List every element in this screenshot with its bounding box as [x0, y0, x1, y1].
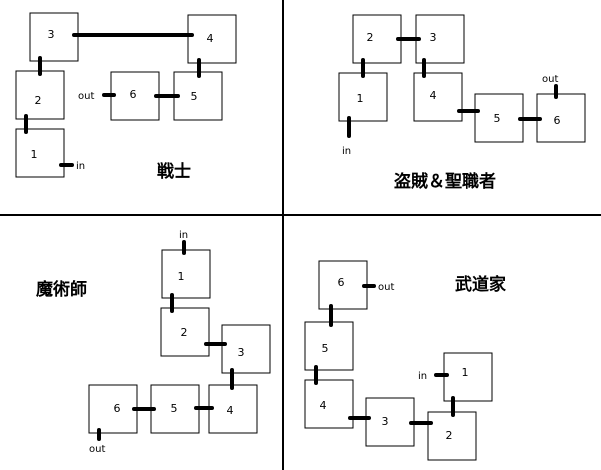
- in-label: in: [179, 230, 188, 241]
- room-box: [88, 384, 138, 434]
- room-box: [15, 70, 65, 120]
- room-number: 3: [430, 31, 437, 44]
- panel-monk: 6 5 1 4 3 2 out in 武道家: [304, 260, 506, 461]
- room-number: 6: [114, 402, 121, 415]
- out-label: out: [78, 91, 94, 102]
- room-number: 1: [178, 270, 185, 283]
- room-number: 6: [130, 88, 137, 101]
- room-box: [536, 93, 586, 143]
- room-box: [318, 260, 368, 310]
- panel-title: 戦士: [157, 161, 191, 182]
- out-label: out: [378, 282, 394, 293]
- panel-thief-cleric: 2 3 1 4 5 6 out in 盗賊＆聖職者: [338, 14, 586, 192]
- panel-title: 武道家: [455, 274, 506, 295]
- room-box: [352, 14, 402, 64]
- room-number: 5: [322, 342, 329, 355]
- room-box: [187, 14, 237, 64]
- room-number: 2: [181, 326, 188, 339]
- room-number: 1: [462, 366, 469, 379]
- panel-mage: 1 2 3 6 5 4 in out 魔術師: [36, 230, 271, 455]
- room-box: [415, 14, 465, 64]
- room-box: [413, 72, 463, 122]
- room-number: 3: [48, 28, 55, 41]
- room-box: [365, 397, 415, 447]
- room-number: 4: [227, 404, 234, 417]
- room-number: 3: [382, 415, 389, 428]
- room-box: [304, 321, 354, 371]
- in-label: in: [418, 371, 427, 382]
- in-label: in: [76, 161, 85, 172]
- room-box: [160, 307, 210, 357]
- room-number: 4: [320, 399, 327, 412]
- room-box: [304, 379, 354, 429]
- room-number: 6: [554, 114, 561, 127]
- room-box: [427, 411, 477, 461]
- out-label: out: [89, 444, 105, 455]
- room-number: 2: [367, 31, 374, 44]
- room-number: 1: [31, 148, 38, 161]
- room-number: 5: [494, 112, 501, 125]
- room-number: 4: [207, 32, 214, 45]
- room-number: 2: [446, 429, 453, 442]
- room-number: 5: [171, 402, 178, 415]
- room-number: 1: [357, 92, 364, 105]
- out-label: out: [542, 74, 558, 85]
- room-box: [15, 128, 65, 178]
- panel-title: 魔術師: [36, 279, 87, 300]
- room-box: [443, 352, 493, 402]
- room-box: [474, 93, 524, 143]
- in-label: in: [342, 146, 351, 157]
- room-number: 3: [238, 346, 245, 359]
- room-number: 5: [191, 90, 198, 103]
- room-number: 4: [430, 89, 437, 102]
- room-box: [29, 12, 79, 62]
- room-number: 6: [338, 276, 345, 289]
- panel-warrior: 3 4 2 6 5 1 out in 戦士: [15, 12, 237, 182]
- room-box: [150, 384, 200, 434]
- panel-title: 盗賊＆聖職者: [394, 171, 496, 192]
- room-box: [221, 324, 271, 374]
- room-box: [173, 71, 223, 121]
- room-number: 2: [35, 94, 42, 107]
- room-box: [161, 249, 211, 299]
